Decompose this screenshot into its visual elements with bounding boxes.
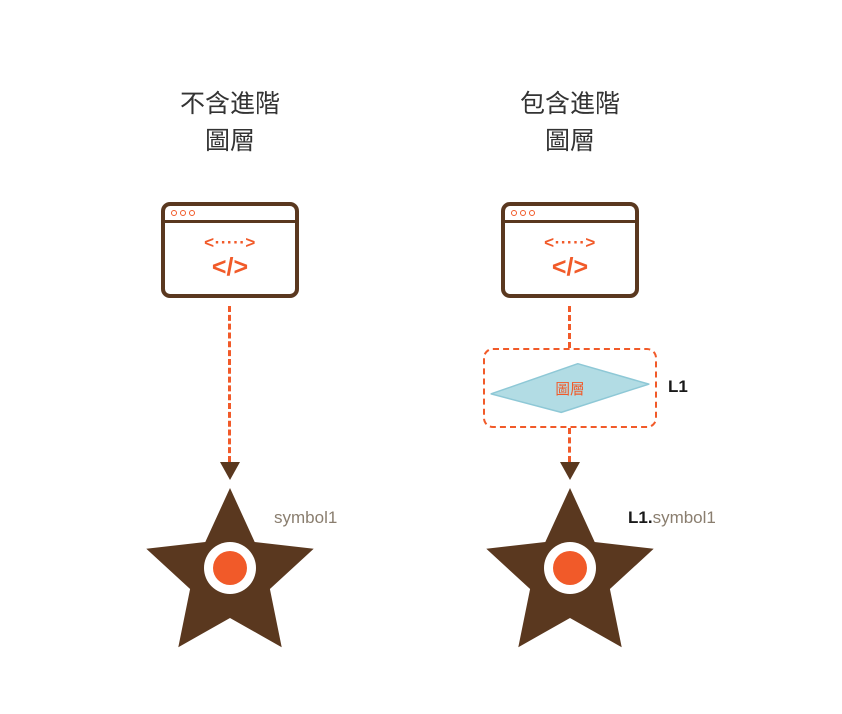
browser-dot-icon	[180, 210, 186, 216]
browser-dot-icon	[529, 210, 535, 216]
column-title-left: 不含進階 圖層	[60, 86, 400, 160]
title-line-2: 圖層	[204, 127, 255, 155]
browser-header	[165, 206, 295, 223]
browser-body: <·····> </>	[505, 223, 635, 291]
browser-header	[505, 206, 635, 223]
code-snippet-line1: <·····>	[204, 233, 256, 252]
browser-body: <·····> </>	[165, 223, 295, 291]
arrowhead-icon	[220, 462, 240, 480]
symbol-name-label: symbol1	[274, 508, 337, 528]
code-snippet-line1: <·····>	[544, 233, 596, 252]
symbol-name-prefix: L1.	[628, 508, 653, 527]
title-line-1: 不含進階	[179, 90, 280, 118]
dashed-arrow-line-upper	[568, 306, 571, 348]
star-center-dot-icon	[553, 551, 587, 585]
title-line-1: 包含進階	[519, 90, 620, 118]
browser-dot-icon	[520, 210, 526, 216]
browser-window-icon: <·····> </>	[501, 202, 639, 298]
layer-parallelogram-icon: 圖層	[490, 362, 650, 414]
browser-dot-icon	[511, 210, 517, 216]
code-snippet-line2: </>	[551, 253, 589, 281]
browser-dot-icon	[189, 210, 195, 216]
column-without-advanced-layers: 不含進階 圖層 <·····> </> symbol1	[60, 0, 400, 714]
star-center-dot-icon	[213, 551, 247, 585]
star-icon	[146, 488, 314, 648]
layer-tag-label: L1	[668, 377, 688, 396]
star-icon	[486, 488, 654, 648]
code-snippet-line2: </>	[211, 253, 249, 281]
symbol-star	[140, 486, 320, 648]
symbol-name-label: L1.symbol1	[628, 508, 716, 528]
dashed-arrow-line	[228, 306, 231, 462]
symbol-name-text: symbol1	[652, 508, 716, 527]
column-with-advanced-layers: 包含進階 圖層 <·····> </> 圖層 L1	[400, 0, 740, 714]
dashed-arrow-line-lower	[568, 428, 571, 462]
arrowhead-icon	[560, 462, 580, 480]
layer-container-box: 圖層	[483, 348, 657, 428]
symbol-star	[480, 486, 660, 648]
column-title-right: 包含進階 圖層	[400, 86, 740, 160]
symbol-name-text: symbol1	[274, 508, 338, 527]
layer-label: 圖層	[555, 381, 584, 398]
browser-dot-icon	[171, 210, 177, 216]
browser-window-icon: <·····> </>	[161, 202, 299, 298]
title-line-2: 圖層	[544, 127, 595, 155]
